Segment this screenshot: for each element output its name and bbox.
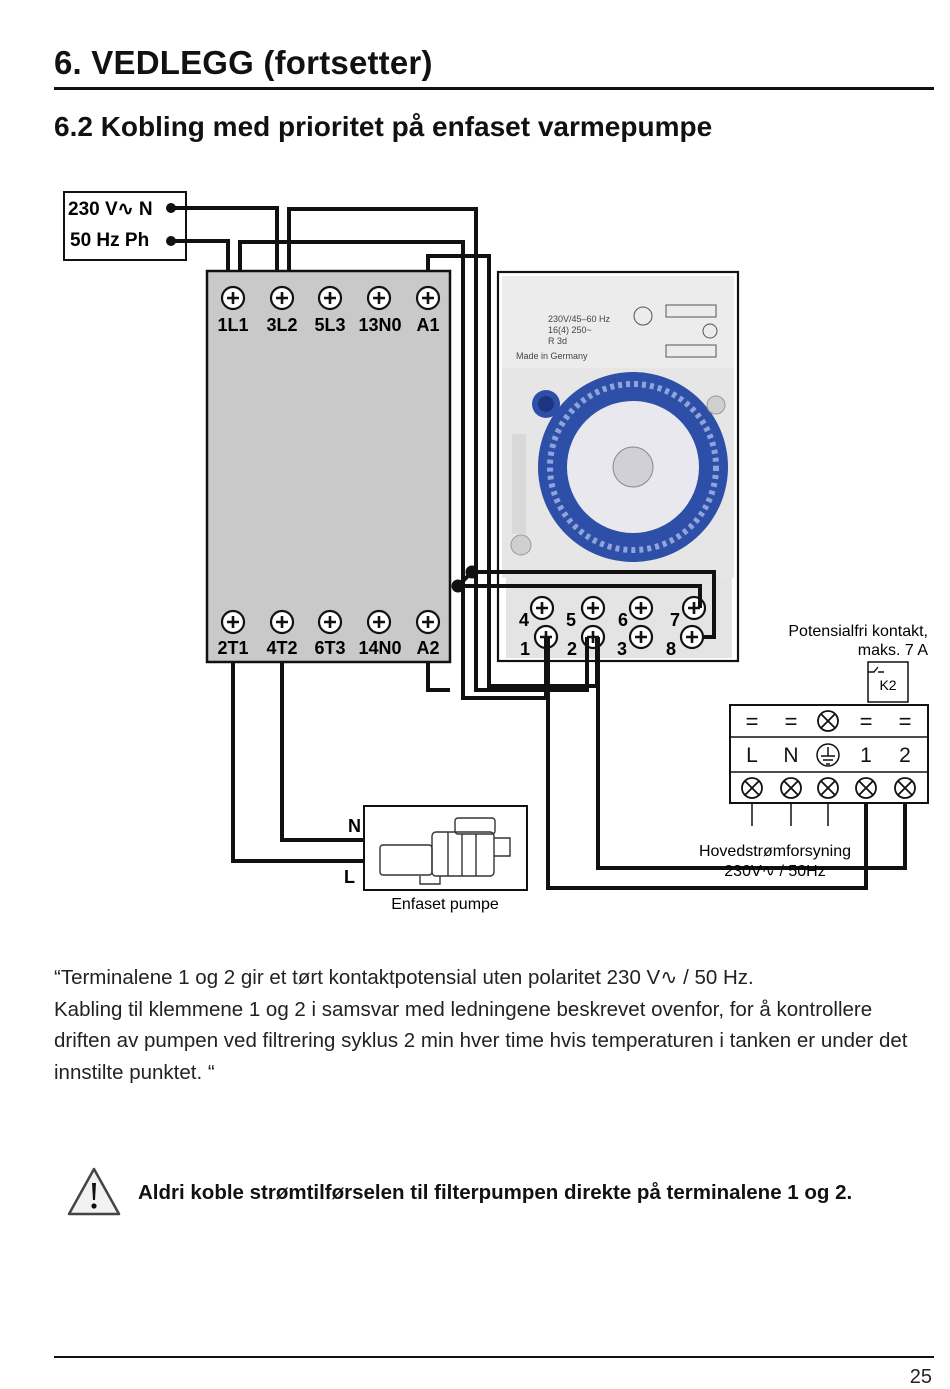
- mains-label-2: 230V∿ / 50Hz: [724, 863, 825, 880]
- warning-text: Aldri koble strømtilførselen til filterp…: [138, 1181, 853, 1204]
- svg-text:=: =: [746, 709, 759, 734]
- warning-icon: [67, 1167, 121, 1216]
- contactor-label-1l1: 1L1: [217, 315, 248, 335]
- contactor-label-2t1: 2T1: [217, 638, 248, 658]
- pump-n-label: N: [348, 816, 361, 836]
- supply-label-voltage: 230 V∿ N: [68, 199, 153, 220]
- pump-icon: [379, 817, 511, 885]
- screw-icon: [628, 595, 654, 621]
- timer-terminal-7: 7: [670, 610, 680, 630]
- supply-label-frequency: 50 Hz Ph: [70, 230, 149, 251]
- svg-text:=: =: [785, 709, 798, 734]
- contactor-label-6t3: 6T3: [314, 638, 345, 658]
- screw-icon: [366, 285, 392, 311]
- screw-icon: [415, 285, 441, 311]
- terminal-cross-icon: [855, 777, 877, 799]
- screw-icon: [220, 285, 246, 311]
- timer-terminal-4: 4: [519, 610, 529, 630]
- terminal-label-l: L: [746, 744, 758, 767]
- terminal-label-1: 1: [860, 744, 872, 767]
- footer-rule: [54, 1356, 934, 1358]
- timer-spec-3: R 3d: [548, 336, 567, 346]
- pump: N L Enfaset pumpe: [344, 805, 528, 913]
- timer-spec-1: 230V/45–60 Hz: [548, 314, 611, 324]
- supply-box: 230 V∿ N 50 Hz Ph: [63, 191, 187, 261]
- contactor-label-4t2: 4T2: [266, 638, 297, 658]
- timer-made-in: Made in Germany: [516, 351, 588, 361]
- wiring-diagram: 230 V∿ N 50 Hz Ph 1L1 3L2 5L3 13N0 A1 2T…: [63, 191, 929, 913]
- wires: [171, 206, 907, 890]
- contactor-label-13n0: 13N0: [358, 315, 401, 335]
- description-text: “Terminalene 1 og 2 gir et tørt kontaktp…: [54, 962, 924, 1088]
- pump-l-label: L: [344, 867, 355, 887]
- svg-text:=: =: [860, 709, 873, 734]
- page-number: 25: [909, 1366, 932, 1388]
- paragraph-1: “Terminalene 1 og 2 gir et tørt kontaktp…: [54, 966, 754, 989]
- contactor: 1L1 3L2 5L3 13N0 A1 2T1 4T2 6T3 14N0 A2: [205, 269, 452, 664]
- contactor-label-5l3: 5L3: [314, 315, 345, 335]
- paragraph-2: Kabling til klemmene 1 og 2 i samsvar me…: [54, 997, 908, 1084]
- section-title: 6. VEDLEGG (fortsetter): [54, 44, 433, 81]
- contactor-label-a2: A2: [416, 638, 439, 658]
- relay-label-1: Potensialfri kontakt,: [788, 623, 928, 640]
- mains-label-1: Hovedstrømforsyning: [699, 843, 851, 860]
- timer-terminal-2: 2: [567, 639, 577, 659]
- screw-icon: [679, 624, 705, 650]
- terminal-cross-icon: [894, 777, 916, 799]
- terminal-cross-icon: [817, 777, 839, 799]
- timer-symbol-icon: [633, 304, 718, 358]
- terminal-label-2: 2: [899, 744, 911, 767]
- contactor-label-a1: A1: [416, 315, 439, 335]
- relay-terminal-block: Potensialfri kontakt, maks. 7 A K2 = = =…: [699, 623, 929, 880]
- screw-icon: [317, 609, 343, 635]
- screw-icon: [269, 609, 295, 635]
- screw-icon: [628, 624, 654, 650]
- relay-label-2: maks. 7 A: [858, 642, 929, 659]
- timer-terminal-8: 8: [666, 639, 676, 659]
- terminal-cross-icon: [780, 777, 802, 799]
- timer-terminal-5: 5: [566, 610, 576, 630]
- screw-icon: [529, 595, 555, 621]
- terminal-cross-icon: [741, 777, 763, 799]
- terminal-label-n: N: [783, 744, 798, 767]
- contactor-label-14n0: 14N0: [358, 638, 401, 658]
- terminal-cross-icon: [817, 710, 839, 732]
- timer-terminal-3: 3: [617, 639, 627, 659]
- subsection-title: 6.2 Kobling med prioritet på enfaset var…: [54, 111, 713, 142]
- relay-k2-label: K2: [879, 677, 896, 693]
- screw-icon: [415, 609, 441, 635]
- timer-terminal-1: 1: [520, 639, 530, 659]
- pump-caption: Enfaset pumpe: [391, 896, 499, 913]
- screw-icon: [220, 609, 246, 635]
- contactor-label-3l2: 3L2: [266, 315, 297, 335]
- title-rule: [54, 87, 934, 90]
- svg-text:=: =: [899, 709, 912, 734]
- timer: 230V/45–60 Hz 16(4) 250~ R 3d Made in Ge…: [496, 270, 740, 663]
- ground-icon: [816, 743, 840, 767]
- screw-icon: [317, 285, 343, 311]
- screw-icon: [269, 285, 295, 311]
- screw-icon: [580, 595, 606, 621]
- screw-icon: [366, 609, 392, 635]
- timer-spec-2: 16(4) 250~: [548, 325, 592, 335]
- timer-terminal-6: 6: [618, 610, 628, 630]
